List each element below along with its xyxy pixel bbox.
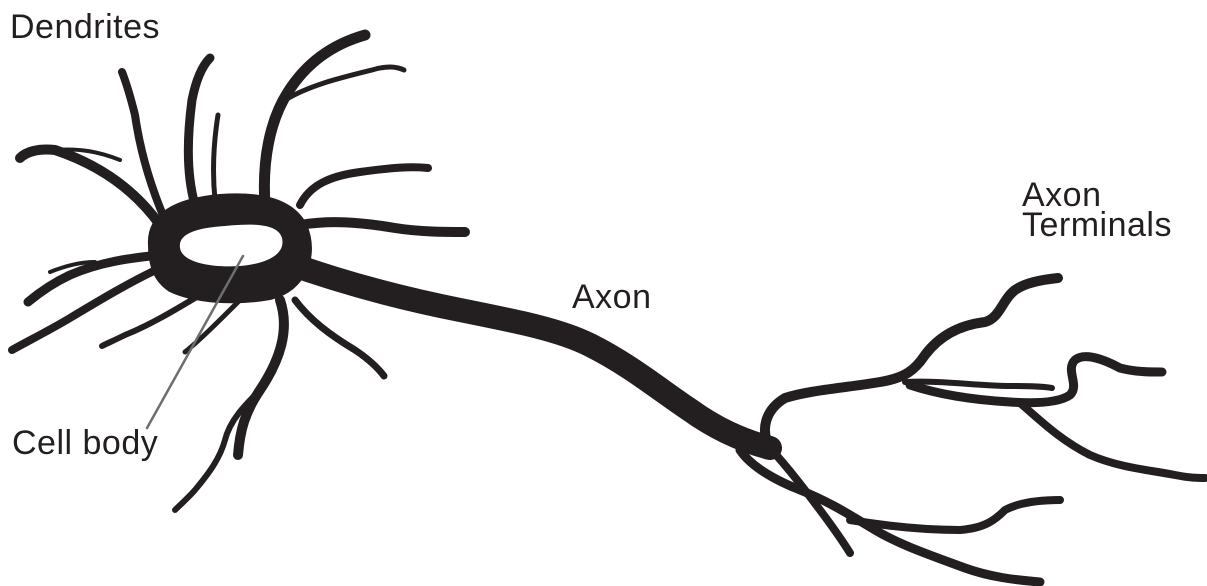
- axon-label: Axon: [572, 280, 652, 314]
- cell-body-label: Cell body: [12, 426, 158, 460]
- axon-terminals-label: Axon Terminals: [1022, 180, 1172, 240]
- axon-terminals-label-line2: Terminals: [1022, 210, 1172, 240]
- cell-body: [150, 195, 310, 301]
- axon-terminal-branches: [740, 278, 1205, 582]
- dendrites-label: Dendrites: [10, 10, 160, 44]
